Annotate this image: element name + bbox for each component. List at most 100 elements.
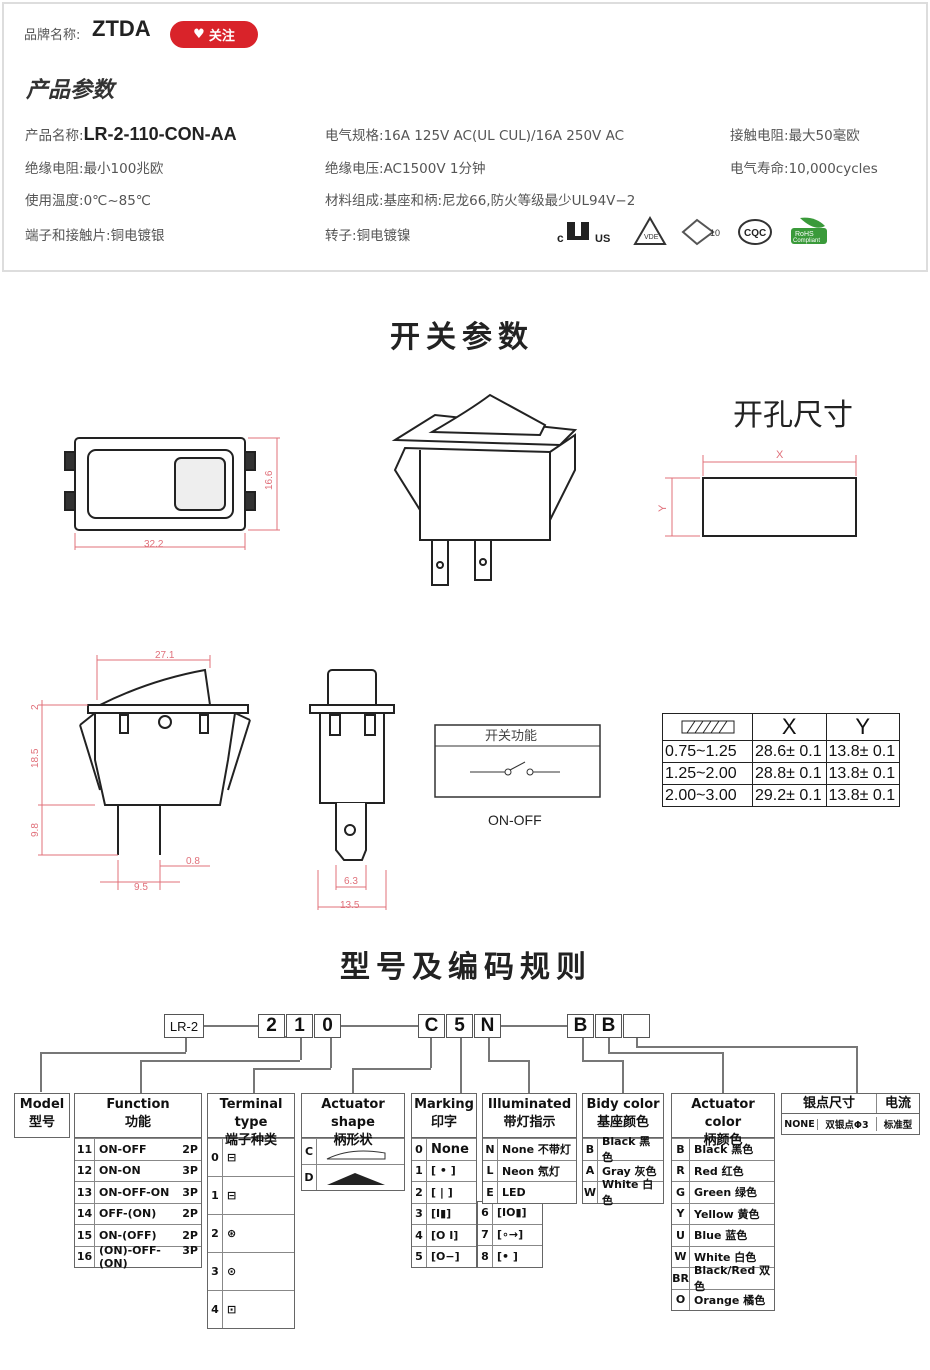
svg-text:2: 2 xyxy=(30,704,41,710)
list-item: 4[O I] xyxy=(412,1224,476,1246)
svg-text:16.6: 16.6 xyxy=(264,470,275,490)
thickness-hatch-icon xyxy=(662,713,753,741)
param-insulation-resistance: 绝缘电阻:最小100兆欧 xyxy=(25,161,164,177)
list-item: 2⊛ xyxy=(208,1214,294,1252)
rohs-cert-icon: RoHS Compliant xyxy=(791,217,827,244)
param-contact-resistance: 接触电阻:最大50毫欧 xyxy=(730,128,860,144)
cqc-cert-icon: CQC xyxy=(738,219,772,245)
svg-text:9.5: 9.5 xyxy=(134,882,148,893)
terminal-icon: ⊛ xyxy=(227,1227,237,1240)
marking-bar-icon: [ | ] xyxy=(431,1185,453,1199)
list-item: 16(ON)-OFF-(ON)3P xyxy=(75,1244,201,1270)
svg-text:10: 10 xyxy=(710,228,720,238)
svg-text:18.5: 18.5 xyxy=(30,748,41,768)
svg-text:US: US xyxy=(595,233,610,245)
svg-text:6.3: 6.3 xyxy=(344,876,358,887)
terminal-icon: ⊟ xyxy=(227,1189,237,1202)
param-electrical: 电气规格:16A 125V AC(UL CUL)/16A 250V AC xyxy=(325,128,625,144)
list-item: 6[IO▮] xyxy=(478,1202,542,1224)
list-item: 2[ | ] xyxy=(412,1181,476,1203)
list-item: 1⊟ xyxy=(208,1176,294,1214)
svg-text:13.5: 13.5 xyxy=(340,900,360,911)
end-view-drawing xyxy=(309,669,395,861)
svg-text:Y: Y xyxy=(657,504,669,512)
list-item: 3⊙ xyxy=(208,1252,294,1290)
list-item: 8[• ] xyxy=(478,1245,542,1267)
ul-cert-icon: c US xyxy=(557,222,610,245)
svg-text:0.8: 0.8 xyxy=(186,856,200,867)
marking-ioi-icon: [IO▮] xyxy=(497,1206,527,1220)
group-marking-2: 6[IO▮] 7[∘→] 8[• ] xyxy=(477,1201,543,1268)
param-insulation-voltage: 绝缘电压:AC1500V 1分钟 xyxy=(325,161,486,177)
switch-params-title: 开关参数 xyxy=(390,320,534,355)
svg-text:27.1: 27.1 xyxy=(155,650,175,661)
list-item: 3[I▮] xyxy=(412,1202,476,1224)
code-digit: 2 xyxy=(258,1014,285,1038)
code-digit: C xyxy=(418,1014,445,1038)
params-title: 产品参数 xyxy=(26,77,115,103)
code-prefix: LR-2 xyxy=(164,1014,204,1038)
code-digit xyxy=(623,1014,650,1038)
code-digit: B xyxy=(595,1014,622,1038)
product-header-card xyxy=(2,2,928,272)
param-material: 材料组成:基座和柄:尼龙66,防火等级最少UL94V−2 xyxy=(325,193,636,209)
list-item: 5[O−] xyxy=(412,1245,476,1267)
svg-text:X: X xyxy=(776,449,784,461)
list-item: D xyxy=(302,1164,404,1190)
side-view-drawing xyxy=(79,668,251,855)
actuator-d-icon xyxy=(317,1169,404,1187)
heart-icon: ♥ xyxy=(193,27,205,42)
brand-name[interactable]: ZTDA xyxy=(92,16,151,41)
certification-logos: c US VDE 10 CQC RoHS Compliant xyxy=(557,215,827,246)
col-y: Y xyxy=(825,713,900,741)
terminal-icon: ⊡ xyxy=(227,1303,237,1316)
list-item: 4⊡ xyxy=(208,1290,294,1328)
param-temperature: 使用温度:0℃~85℃ xyxy=(25,193,151,209)
svg-text:开关功能: 开关功能 xyxy=(485,728,537,743)
isometric-switch-drawing xyxy=(391,393,578,586)
code-digit: B xyxy=(567,1014,594,1038)
hole-size-title: 开孔尺寸 xyxy=(733,398,853,433)
marking-dot2-icon: [• ] xyxy=(497,1249,518,1263)
code-digit: 0 xyxy=(314,1014,341,1038)
code-digit: N xyxy=(474,1014,501,1038)
switch-drawings: 32.2 16.6 X Y xyxy=(30,393,857,911)
marking-o-icon: [O−] xyxy=(431,1250,460,1264)
code-digit: 1 xyxy=(286,1014,313,1038)
svg-text:Compliant: Compliant xyxy=(793,238,820,244)
list-item: 7[∘→] xyxy=(478,1223,542,1245)
follow-button[interactable]: ♥关注 xyxy=(170,21,258,48)
param-rotor: 转子:铜电镀镍 xyxy=(325,228,411,244)
vde-cert-icon: VDE xyxy=(633,215,667,245)
list-item: 0⊟ xyxy=(208,1138,294,1176)
list-item: C xyxy=(302,1138,404,1164)
svg-text:CQC: CQC xyxy=(744,228,766,239)
hole-drawing: X Y xyxy=(657,449,857,537)
actuator-c-icon xyxy=(317,1143,404,1161)
svg-text:VDE: VDE xyxy=(644,234,659,241)
svg-text:32.2: 32.2 xyxy=(144,539,164,550)
